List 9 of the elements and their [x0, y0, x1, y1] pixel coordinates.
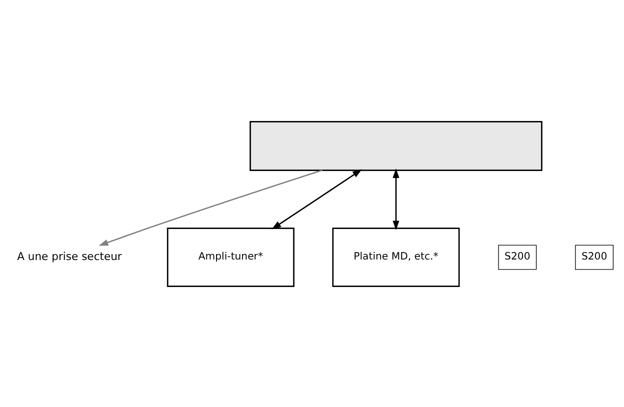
node-box: Platine MD, etc.* — [332, 227, 460, 286]
arrow — [392, 168, 400, 230]
arrow — [272, 168, 362, 229]
node-box: Ampli-tuner* — [166, 227, 294, 286]
label: S200 — [581, 251, 608, 262]
node-text: A une prise secteur — [17, 249, 122, 262]
arrow — [98, 169, 322, 246]
label: S200 — [504, 251, 530, 262]
node-box — [250, 120, 542, 170]
